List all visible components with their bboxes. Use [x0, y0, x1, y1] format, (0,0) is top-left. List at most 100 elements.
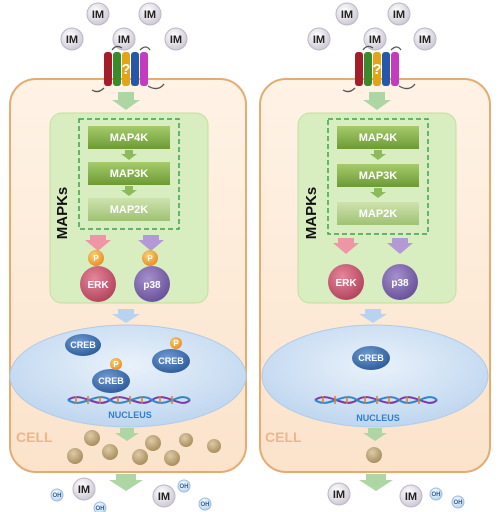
im-molecule: IM: [327, 482, 351, 506]
receptor: ?: [91, 45, 165, 93]
vesicles: [366, 447, 382, 463]
right-panel: IM IM IM IM IM ? MAPKs MAP4K MAP3K MAP2K…: [259, 2, 491, 509]
oh-molecule: OH: [93, 501, 107, 512]
svg-text:P: P: [147, 254, 153, 263]
phospho-erk: P: [88, 250, 104, 266]
svg-text:IM: IM: [333, 489, 345, 501]
svg-text:ERK: ERK: [87, 280, 109, 291]
svg-text:OH: OH: [201, 502, 210, 508]
creb-protein: CREB: [92, 369, 130, 393]
arrow-secretion: [359, 474, 393, 491]
erk-kinase: ERK: [328, 264, 364, 300]
svg-text:MAP2K: MAP2K: [359, 208, 398, 220]
receptor-question-mark: ?: [121, 61, 130, 78]
svg-text:P: P: [113, 360, 119, 369]
cascade-frame: [78, 118, 180, 230]
oh-molecule: OH: [50, 488, 64, 502]
nucleus: [261, 324, 489, 428]
svg-text:MAP3K: MAP3K: [359, 170, 398, 182]
im-molecule: IM: [413, 27, 437, 51]
mapks-label: MAPKs: [303, 187, 320, 240]
arrow-receptor-down: [112, 92, 140, 110]
cell-label: CELL: [16, 429, 53, 445]
im-molecule: IM: [387, 2, 411, 26]
arrow-to-nucleus: [112, 309, 140, 323]
arrow-receptor-down: [363, 92, 391, 110]
cascade-map2k: MAP2K: [88, 198, 170, 221]
im-molecule: IM: [307, 27, 331, 51]
vesicles: [67, 430, 221, 466]
svg-text:CREB: CREB: [70, 340, 96, 350]
svg-text:OH: OH: [180, 484, 189, 490]
svg-text:IM: IM: [369, 34, 381, 46]
svg-text:IM: IM: [313, 34, 325, 46]
creb-protein: CREB: [152, 349, 190, 373]
svg-text:MAP4K: MAP4K: [359, 132, 398, 144]
mapks-label: MAPKs: [54, 187, 71, 240]
svg-text:p38: p38: [143, 280, 161, 291]
svg-text:CREB: CREB: [158, 356, 184, 366]
erk-kinase: ERK: [80, 266, 116, 302]
svg-text:OH: OH: [432, 492, 441, 498]
im-molecule: IM: [86, 2, 110, 26]
phospho-creb: P: [170, 337, 182, 349]
oh-molecule: OH: [429, 487, 443, 501]
svg-text:IM: IM: [118, 34, 130, 46]
arrow-to-vesicles: [363, 428, 387, 441]
cascade-map4k: MAP4K: [337, 126, 419, 149]
arrow-secretion: [109, 474, 143, 491]
cascade-map2k: MAP2K: [337, 202, 419, 225]
receptor: ?: [342, 45, 416, 93]
im-molecule: IM: [399, 484, 423, 508]
svg-text:IM: IM: [170, 34, 182, 46]
p38-kinase: p38: [134, 266, 170, 302]
svg-text:P: P: [93, 254, 99, 263]
im-molecule: IM: [363, 27, 387, 51]
svg-text:OH: OH: [96, 506, 105, 512]
svg-text:IM: IM: [144, 9, 156, 21]
im-molecule: IM: [72, 477, 96, 501]
svg-text:ERK: ERK: [335, 278, 357, 289]
oh-molecule: OH: [451, 495, 465, 509]
arrow-to-nucleus: [359, 309, 387, 323]
svg-text:IM: IM: [341, 9, 353, 21]
arrow-to-erk: [85, 235, 111, 251]
im-molecule: IM: [138, 2, 162, 26]
svg-text:MAP4K: MAP4K: [110, 132, 149, 144]
svg-text:IM: IM: [405, 491, 417, 503]
p38-kinase: p38: [382, 264, 418, 300]
svg-text:p38: p38: [391, 278, 409, 289]
creb-protein: CREB: [65, 334, 101, 356]
cell-label: CELL: [265, 429, 302, 445]
svg-text:IM: IM: [419, 34, 431, 46]
im-molecule: IM: [152, 484, 176, 508]
im-molecule: IM: [164, 27, 188, 51]
svg-text:MAP2K: MAP2K: [110, 204, 149, 216]
svg-text:IM: IM: [78, 484, 90, 496]
nucleus-label: NUCLEUS: [356, 413, 400, 423]
svg-text:P: P: [173, 339, 179, 348]
cascade-frame: [327, 118, 429, 235]
arrow-to-vesicles: [115, 428, 139, 441]
svg-text:IM: IM: [66, 34, 78, 46]
svg-text:IM: IM: [393, 9, 405, 21]
oh-molecule: OH: [198, 497, 212, 511]
im-molecule: IM: [112, 27, 136, 51]
svg-text:OH: OH: [454, 500, 463, 506]
arrow-to-erk: [333, 238, 359, 254]
phospho-creb: P: [110, 358, 122, 370]
cascade-map3k: MAP3K: [88, 162, 170, 185]
svg-text:MAP3K: MAP3K: [110, 168, 149, 180]
svg-text:CREB: CREB: [358, 353, 384, 363]
arrow-to-p38: [387, 238, 413, 254]
im-molecule: IM: [335, 2, 359, 26]
dna-helix: [67, 396, 191, 404]
cascade-map3k: MAP3K: [337, 164, 419, 187]
svg-text:OH: OH: [53, 493, 62, 499]
phospho-p38: P: [142, 250, 158, 266]
im-molecule: IM: [60, 27, 84, 51]
arrow-to-p38: [138, 235, 164, 251]
dna-helix: [314, 396, 438, 404]
nucleus-label: NUCLEUS: [108, 410, 152, 420]
svg-text:CREB: CREB: [98, 376, 124, 386]
